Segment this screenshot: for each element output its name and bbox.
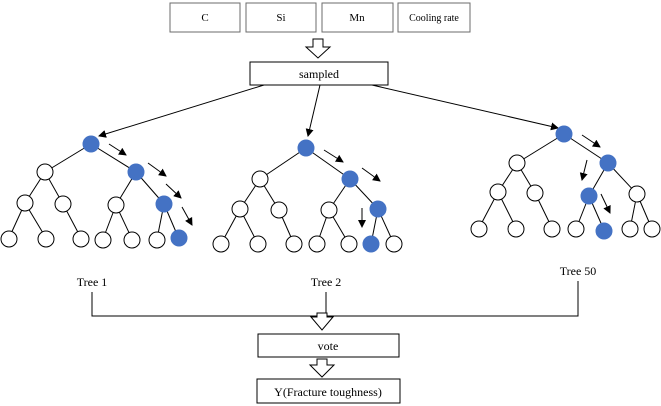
tree-1-label: Tree 1 xyxy=(77,275,108,289)
sample-arrow-tree-50 xyxy=(371,84,559,131)
tree-node-highlighted xyxy=(369,200,387,218)
input-label-cooling-rate: Cooling rate xyxy=(409,13,459,24)
tree-node xyxy=(621,220,639,238)
path-arrow-icon xyxy=(165,183,182,199)
tree-1-edges xyxy=(8,143,180,240)
tree-node-highlighted xyxy=(155,195,173,213)
tree-node xyxy=(94,231,112,249)
tree-50-edges xyxy=(478,133,653,231)
tree-node xyxy=(16,194,34,212)
tree-node xyxy=(643,220,661,238)
tree-vote-connector xyxy=(91,281,579,317)
tree-50-nodes xyxy=(470,125,661,240)
input-features: C Si Mn Cooling rate xyxy=(169,2,471,33)
tree-node-highlighted xyxy=(297,139,315,157)
path-arrow-icon xyxy=(147,162,167,177)
tree-2-label: Tree 2 xyxy=(311,275,342,289)
tree-1-path-arrows xyxy=(108,143,193,226)
input-label-mn: Mn xyxy=(349,12,365,24)
tree-2-path-arrows xyxy=(323,149,381,228)
tree-node xyxy=(148,231,166,249)
hollow-down-arrow-icon xyxy=(304,38,332,59)
tree-node-highlighted xyxy=(595,222,613,240)
tree-node-highlighted xyxy=(127,163,145,181)
sampled-label: sampled xyxy=(299,67,339,81)
input-box-c: C xyxy=(169,2,241,33)
tree-node-highlighted xyxy=(362,235,380,253)
tree-node xyxy=(543,220,561,238)
tree-node-highlighted xyxy=(555,125,573,143)
path-arrow-icon xyxy=(581,134,601,148)
path-arrow-icon xyxy=(361,167,381,182)
path-arrow-icon xyxy=(181,206,193,226)
tree-node xyxy=(320,201,338,219)
tree-2-edges xyxy=(220,147,395,245)
tree-node xyxy=(36,163,54,181)
sample-arrow-tree-1 xyxy=(98,84,265,138)
vote-label: vote xyxy=(318,339,339,353)
tree-node xyxy=(567,220,585,238)
vote-box: vote xyxy=(257,333,400,358)
tree-node-highlighted xyxy=(599,154,617,172)
tree-50-path-arrows xyxy=(579,134,611,214)
output-label: Y(Fracture toughness) xyxy=(274,385,382,399)
tree-node xyxy=(0,230,18,248)
tree-node-highlighted xyxy=(341,170,359,188)
tree-node xyxy=(270,201,288,219)
tree-node xyxy=(107,196,125,214)
path-arrow-icon xyxy=(600,193,611,214)
tree-node xyxy=(526,184,544,202)
input-box-mn: Mn xyxy=(321,2,394,33)
tree-node xyxy=(507,220,525,238)
tree-node xyxy=(340,235,358,253)
tree-node xyxy=(508,154,526,172)
tree-node xyxy=(72,230,90,248)
tree-node xyxy=(628,185,646,203)
tree-50: Tree 50 xyxy=(470,125,661,278)
tree-node-highlighted xyxy=(82,135,100,153)
input-box-si: Si xyxy=(245,2,317,33)
tree-node xyxy=(251,170,269,188)
tree-node-highlighted xyxy=(170,229,188,247)
tree-node xyxy=(123,231,141,249)
tree-node xyxy=(489,183,507,201)
tree-node xyxy=(285,235,303,253)
sampled-box: sampled xyxy=(249,61,389,86)
output-box: Y(Fracture toughness) xyxy=(256,378,401,404)
hollow-down-arrow-icon xyxy=(308,358,336,378)
tree-1-nodes xyxy=(0,135,188,249)
tree-node-highlighted xyxy=(580,187,598,205)
tree-1: Tree 1 xyxy=(0,135,193,289)
path-arrow-icon xyxy=(579,159,588,181)
tree-node xyxy=(212,235,230,253)
tree-node xyxy=(308,235,326,253)
path-arrow-icon xyxy=(108,143,127,156)
path-arrow-icon xyxy=(323,149,344,163)
sample-arrow-tree-2 xyxy=(305,84,321,137)
tree-2-nodes xyxy=(212,139,403,253)
tree-2: Tree 2 xyxy=(212,139,403,289)
input-label-si: Si xyxy=(276,12,285,24)
tree-node xyxy=(385,235,403,253)
tree-node xyxy=(54,195,72,213)
tree-50-label: Tree 50 xyxy=(560,264,597,278)
input-box-cooling-rate: Cooling rate xyxy=(397,2,471,33)
tree-node xyxy=(470,220,488,238)
tree-node xyxy=(37,230,55,248)
hollow-down-arrow-icon xyxy=(309,312,335,331)
tree-node xyxy=(231,200,249,218)
tree-node xyxy=(249,235,267,253)
input-label-c: C xyxy=(201,12,208,24)
